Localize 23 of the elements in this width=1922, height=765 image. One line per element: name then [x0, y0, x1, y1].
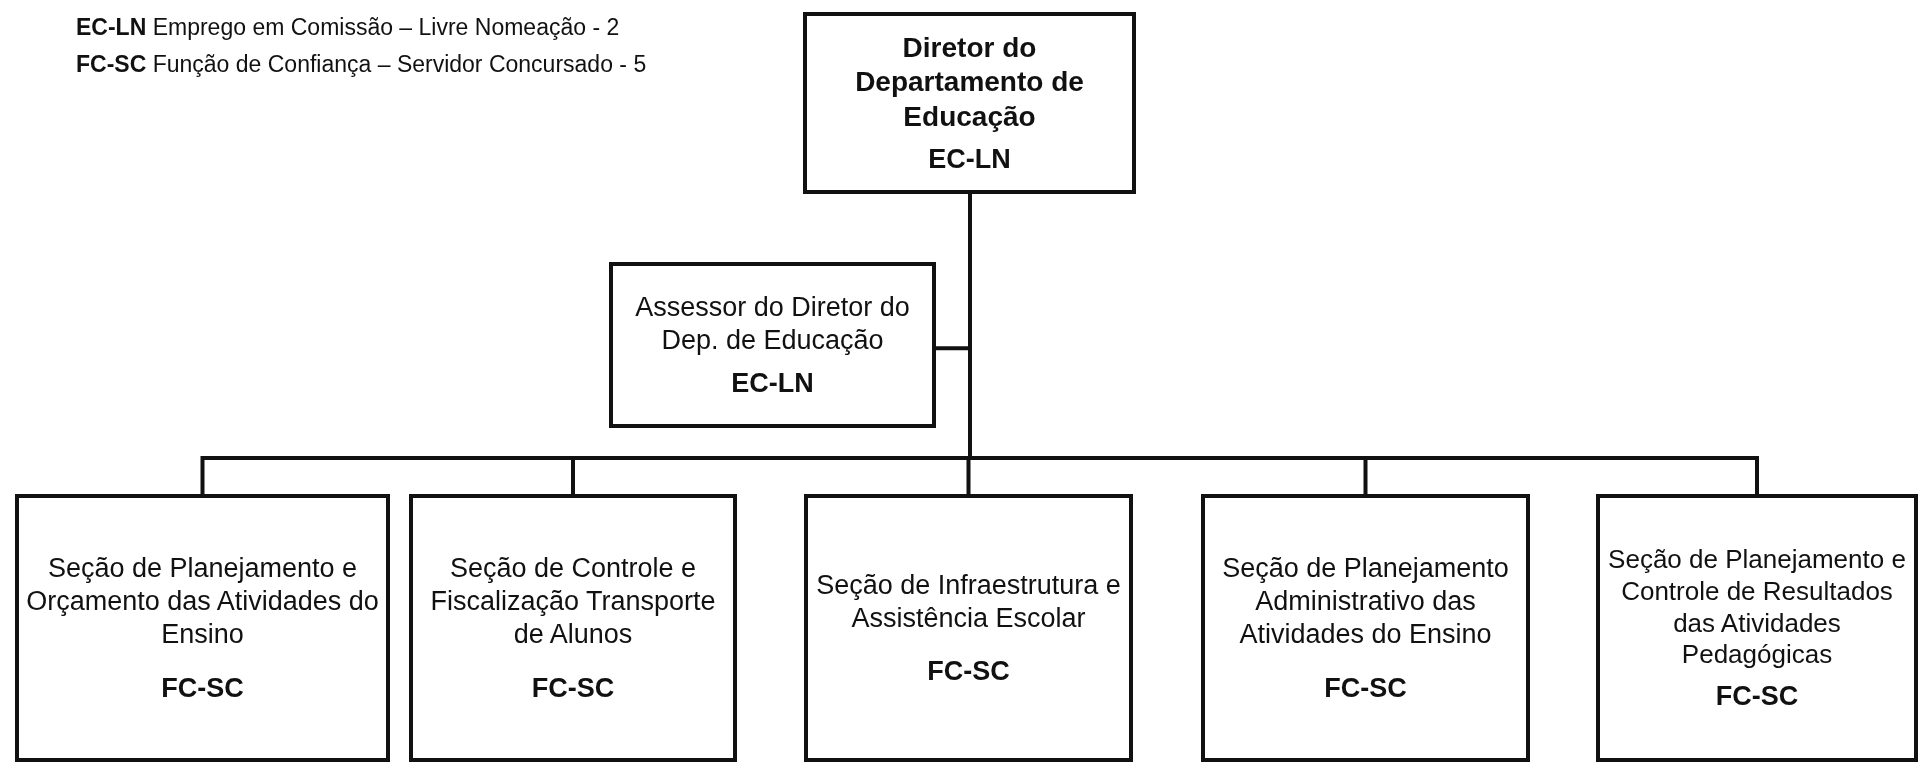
position-title: Seção de Planejamento e Orçamento das Atividades do Ensino [25, 552, 380, 651]
position-title: Seção de Planejamento Administrativo das Atividades do Ensino [1221, 552, 1510, 651]
position-title: Seção de Infraestrutura e Assistência Escolar [815, 568, 1122, 635]
org-box [15, 494, 390, 762]
org-box [609, 262, 936, 428]
position-code: FC-SC [161, 672, 244, 704]
legend-note: FC-SC Função de Confiança – Servidor Concursado - 5 [76, 51, 647, 78]
position-title: Assessor do Diretor do Dep. de Educação [634, 290, 911, 357]
position-title: Diretor do Departamento de Educação [854, 31, 1085, 134]
position-code: FC-SC [1324, 672, 1407, 704]
position-title: Seção de Controle e Fiscalização Transporte de Alunos [429, 552, 717, 651]
position-code: EC-LN [731, 368, 814, 400]
org-box [803, 12, 1136, 194]
position-code: FC-SC [1715, 680, 1799, 712]
org-box [1201, 494, 1530, 762]
org-box [804, 494, 1133, 762]
position-code: FC-SC [927, 656, 1010, 688]
position-title: Seção de Planejamento e Controle de Resultados das Atividades Pedagógicas [1607, 544, 1907, 671]
position-code: EC-LN [928, 143, 1011, 175]
org-box [1596, 494, 1918, 762]
position-code: FC-SC [531, 672, 615, 704]
legend-note: EC-LN Emprego em Comissão – Livre Nomeação - 2 [76, 14, 620, 41]
org-box [409, 494, 737, 762]
